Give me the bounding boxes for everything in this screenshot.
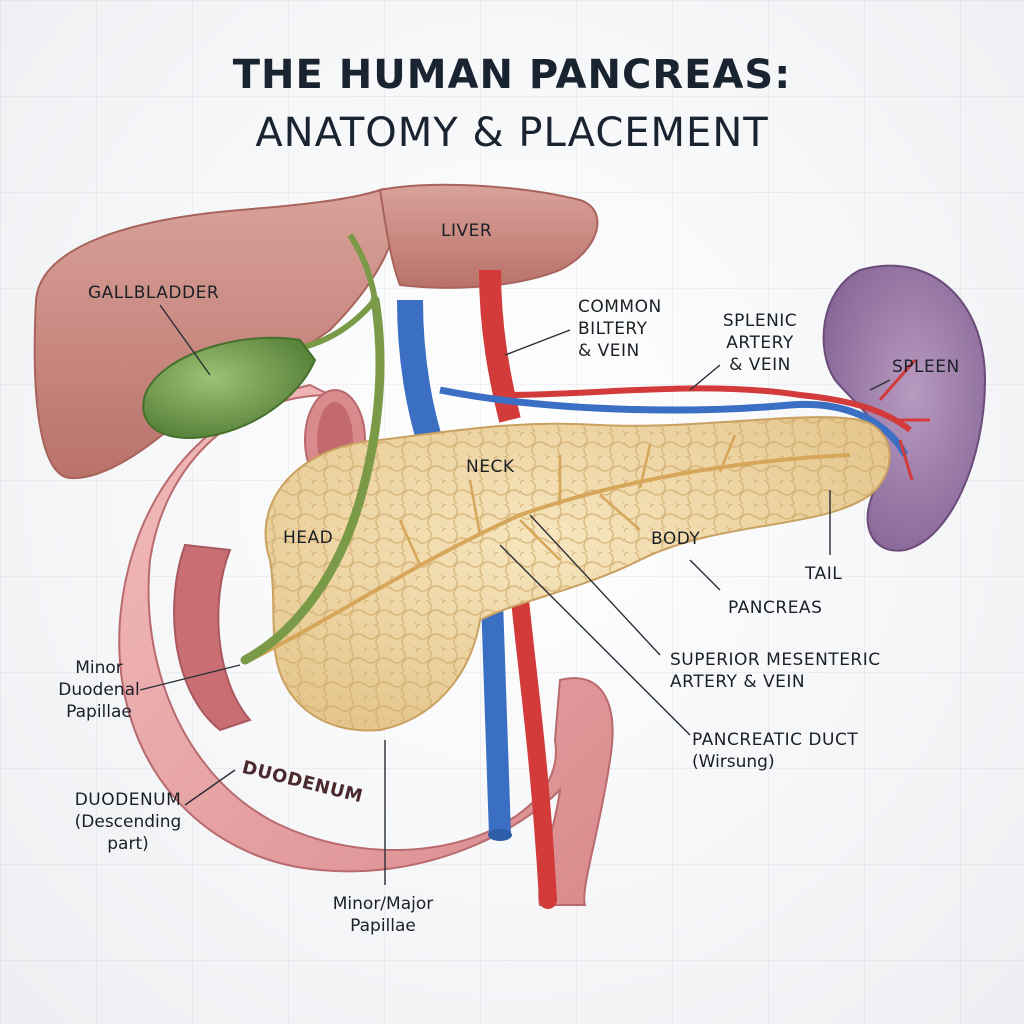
pancreas-shape <box>249 416 891 732</box>
label-pancreatic-duct-2: (Wirsung) <box>692 752 775 772</box>
sma-artery <box>511 591 557 909</box>
liver-shape <box>33 183 599 480</box>
label-duodenum-3: part) <box>107 834 149 854</box>
label-splenic-1: SPLENIC <box>722 311 798 331</box>
label-body: BODY <box>651 529 701 549</box>
gallbladder-shape <box>142 336 317 440</box>
label-common-biltery-1: COMMON <box>578 297 662 317</box>
label-common-biltery-3: & VEIN <box>578 341 640 361</box>
label-spleen: SPLEEN <box>892 357 960 377</box>
aorta-artery <box>479 269 521 423</box>
label-tail: TAIL <box>805 564 843 584</box>
label-duodenum-1: DUODENUM <box>74 790 182 810</box>
label-pancreatic-duct-1: PANCREATIC DUCT <box>692 730 859 750</box>
label-neck: NECK <box>466 457 515 477</box>
label-minor-duodenal-2: Duodenal <box>58 680 140 700</box>
title-line-1: THE HUMAN PANCREAS: <box>232 52 792 98</box>
common-bile-duct <box>240 295 385 665</box>
label-liver: LIVER <box>441 221 493 241</box>
label-duodenum-2: (Descending <box>74 812 182 832</box>
pancreatic-duct <box>249 453 851 662</box>
title-line-2: ANATOMY & PLACEMENT <box>255 110 769 156</box>
label-papillae-2: Papillae <box>350 916 416 936</box>
label-splenic-3: & VEIN <box>729 355 791 375</box>
label-superior-mesenteric-1: SUPERIOR MESENTERIC <box>670 650 881 670</box>
splenic-vein <box>439 386 909 457</box>
label-head: HEAD <box>283 528 334 548</box>
smv-vein <box>481 599 511 836</box>
label-papillae-1: Minor/Major <box>332 894 434 914</box>
label-minor-duodenal-3: Papillae <box>66 702 132 722</box>
label-common-biltery-2: BILTERY <box>578 319 648 339</box>
label-splenic-2: ARTERY <box>726 333 794 353</box>
label-pancreas: PANCREAS <box>728 598 823 618</box>
label-minor-duodenal-1: Minor <box>75 658 123 678</box>
splenic-artery <box>504 385 912 433</box>
spleen-shape <box>822 264 987 552</box>
label-superior-mesenteric-2: ARTERY & VEIN <box>670 672 806 692</box>
leader-lines <box>139 304 891 885</box>
label-gallbladder: GALLBLADDER <box>88 283 220 303</box>
